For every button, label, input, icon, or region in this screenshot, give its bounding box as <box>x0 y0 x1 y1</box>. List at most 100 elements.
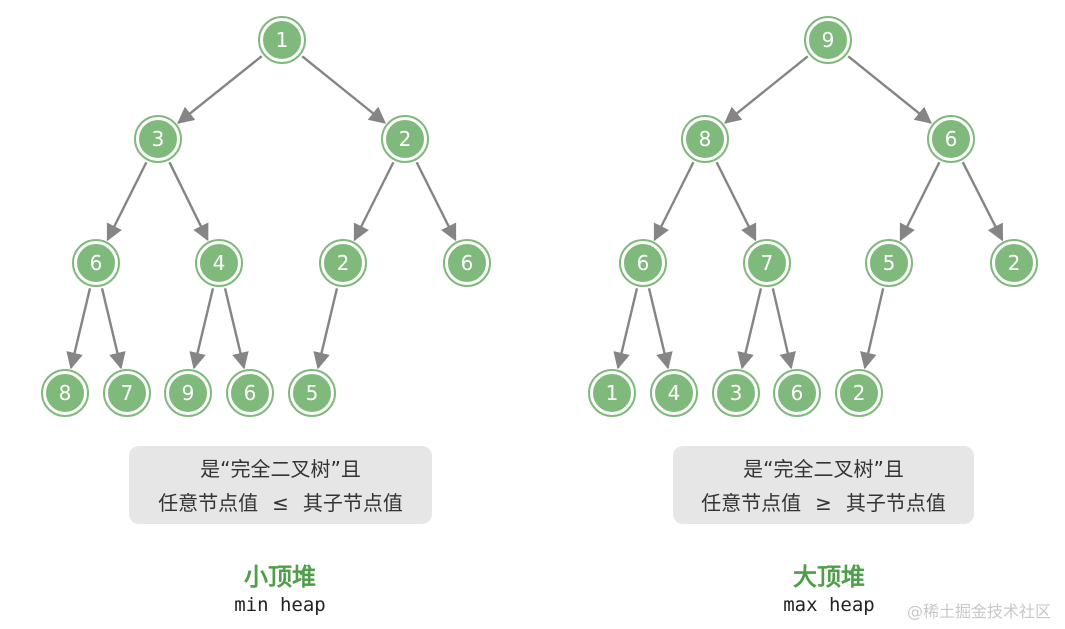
max-heap-condition-operator: ≥ <box>815 491 832 515</box>
max-heap-node-value: 2 <box>1008 251 1021 275</box>
min-heap-node: 2 <box>381 115 429 163</box>
max-heap-node: 8 <box>681 115 729 163</box>
max-heap-node-circle <box>715 372 757 414</box>
min-heap-node-ring <box>443 239 491 287</box>
min-heap-node: 6 <box>226 369 274 417</box>
min-heap-node-circle <box>137 118 179 160</box>
min-heap-edge <box>66 288 92 370</box>
min-heap-condition-line2: 任意节点值≤其子节点值 <box>129 486 432 520</box>
min-heap-node-value: 8 <box>59 381 72 405</box>
min-heap-node-ring <box>381 115 429 163</box>
max-heap-node-ring <box>835 369 883 417</box>
min-heap-node-value: 5 <box>306 381 319 405</box>
min-heap-edge <box>223 288 249 370</box>
max-heap-node-value: 8 <box>699 127 712 151</box>
max-heap-node-circle <box>868 242 910 284</box>
min-heap-node-circle <box>229 372 271 414</box>
min-heap-node-value: 1 <box>276 28 289 52</box>
min-heap-node: 9 <box>164 369 212 417</box>
max-heap-node: 5 <box>865 239 913 287</box>
min-heap-edge <box>168 161 209 242</box>
min-heap-node: 8 <box>41 369 89 417</box>
max-heap-edge <box>613 288 639 370</box>
min-heap-node: 4 <box>195 239 243 287</box>
max-heap-condition-line1: 是“完全二叉树”且 <box>743 457 904 481</box>
max-heap-node-ring <box>712 369 760 417</box>
min-heap-node-value: 6 <box>461 251 474 275</box>
max-heap-node-circle <box>776 372 818 414</box>
max-heap-node: 6 <box>927 115 975 163</box>
max-heap-condition-line2: 任意节点值 ≥ 其子节点值 <box>673 486 974 520</box>
max-heap-node: 3 <box>712 369 760 417</box>
max-heap-node: 6 <box>773 369 821 417</box>
min-heap-node-ring <box>195 239 243 287</box>
max-heap-node-ring <box>927 115 975 163</box>
max-heap-edge <box>647 288 673 370</box>
min-heap-node-circle <box>75 242 117 284</box>
max-heap-node: 1 <box>588 369 636 417</box>
max-heap-subtitle: max heap <box>783 594 875 616</box>
min-heap-edge <box>100 288 126 370</box>
max-heap-node-value: 9 <box>822 28 835 52</box>
min-heap-node-ring <box>134 115 182 163</box>
min-heap-node-circle <box>198 242 240 284</box>
min-heap-edge <box>313 288 339 370</box>
min-heap-node-value: 3 <box>152 127 165 151</box>
max-heap-node-value: 3 <box>730 381 743 405</box>
min-heap-node-ring <box>288 369 336 417</box>
min-heap-node-circle <box>106 372 148 414</box>
max-heap-node-value: 6 <box>945 127 958 151</box>
max-heap-node-circle <box>622 242 664 284</box>
min-heap-node-ring <box>103 369 151 417</box>
max-heap-node: 7 <box>743 239 791 287</box>
min-heap-node: 1 <box>258 16 306 64</box>
max-heap-node-ring <box>865 239 913 287</box>
min-heap-node-circle <box>384 118 426 160</box>
min-heap-condition-lhs: 任意节点值 <box>158 491 259 515</box>
min-heap-node-circle <box>322 242 364 284</box>
min-heap-node-value: 7 <box>121 381 134 405</box>
min-heap-node: 6 <box>443 239 491 287</box>
min-heap-edge <box>177 55 263 124</box>
max-heap-node-ring <box>804 16 852 64</box>
min-heap-node-ring <box>319 239 367 287</box>
min-heap-node-value: 9 <box>182 381 195 405</box>
min-heap-node-ring <box>41 369 89 417</box>
max-heap-node: 2 <box>835 369 883 417</box>
min-heap-node-ring <box>72 239 120 287</box>
max-heap-node-circle <box>653 372 695 414</box>
min-heap-node-value: 2 <box>399 127 412 151</box>
min-heap-node-circle <box>44 372 86 414</box>
min-heap-node: 3 <box>134 115 182 163</box>
min-heap-condition-box: 是“完全二叉树”且 任意节点值≤其子节点值 <box>129 446 432 524</box>
min-heap-node-ring <box>164 369 212 417</box>
max-heap-node-circle <box>591 372 633 414</box>
max-heap-edge <box>961 161 1004 242</box>
min-heap-node: 6 <box>72 239 120 287</box>
min-heap-node-value: 6 <box>244 381 257 405</box>
max-heap-node-ring <box>650 369 698 417</box>
max-heap-condition-rhs: 其子节点值 <box>845 491 946 515</box>
max-heap-node-ring <box>773 369 821 417</box>
min-heap-edge <box>301 55 387 124</box>
watermark: @稀土掘金技术社区 <box>906 602 1051 621</box>
min-heap-edge <box>353 161 395 242</box>
min-heap-condition-operator: ≤ <box>272 491 289 515</box>
max-heap-node-ring <box>990 239 1038 287</box>
max-heap-node: 6 <box>619 239 667 287</box>
max-heap-edge <box>771 288 796 370</box>
max-heap-edge <box>653 161 695 242</box>
min-heap-edge <box>189 288 215 370</box>
max-heap-node: 9 <box>804 16 852 64</box>
max-heap-node-circle <box>746 242 788 284</box>
max-heap-edge <box>860 288 885 370</box>
min-heap-edge <box>415 161 457 242</box>
min-heap-node-value: 2 <box>337 251 350 275</box>
min-heap-title: 小顶堆 <box>244 563 316 591</box>
min-heap-node: 7 <box>103 369 151 417</box>
max-heap-condition-lhs: 任意节点值 <box>701 491 802 515</box>
min-heap-node-circle <box>291 372 333 414</box>
max-heap-node: 4 <box>650 369 698 417</box>
max-heap-node-circle <box>993 242 1035 284</box>
